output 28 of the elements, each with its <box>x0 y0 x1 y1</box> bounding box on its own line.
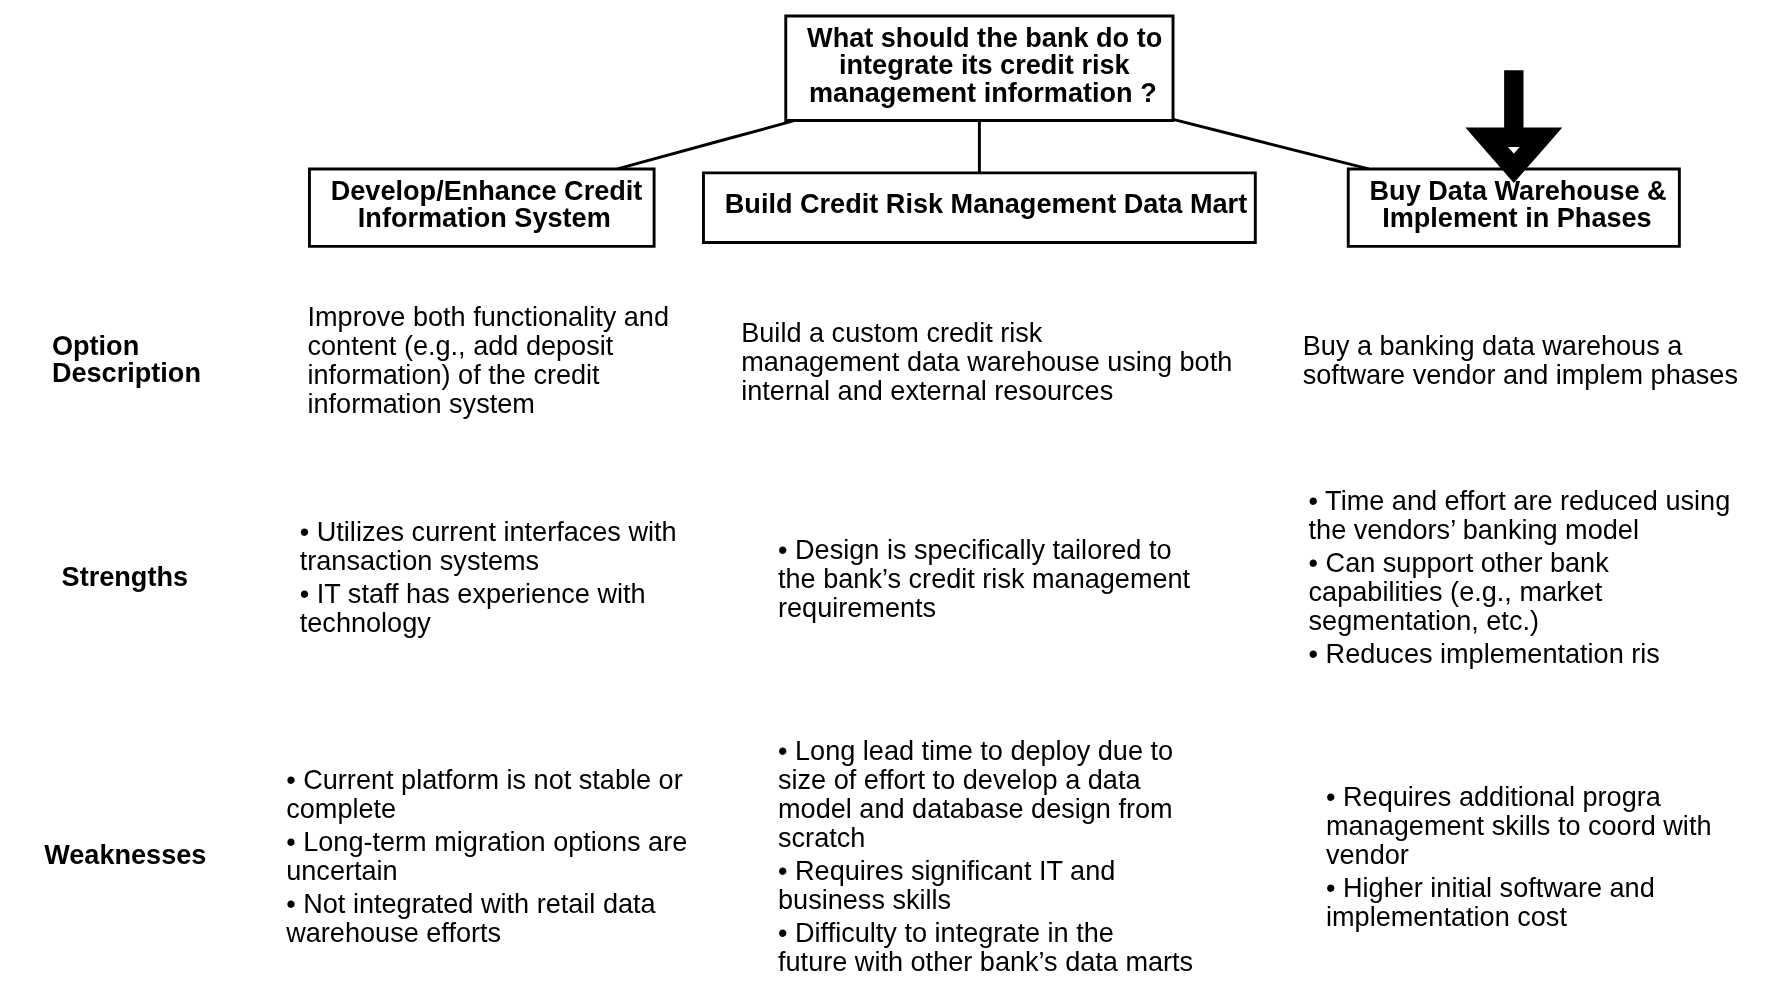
label: • Requires additional progra management skills to coord with vendor <box>1325 781 1712 871</box>
arrow <box>1465 70 1563 183</box>
label: Build a custom credit risk management data warehouse using both internal and external resources <box>741 316 1233 406</box>
label: Option Description <box>51 330 201 389</box>
label: Buy a banking data warehous a software vendor and implem phases <box>1302 330 1738 391</box>
node-box: What should the bank do to integrate its credit risk management information ? <box>784 14 1175 122</box>
label: Improve both functionality and content (e.g., add deposit information) of the credit information system <box>307 301 669 420</box>
node-box: Buy Data Warehouse & Implement in Phases <box>1346 167 1681 248</box>
label: • Requires significant IT and business skills <box>778 854 1116 916</box>
connector <box>977 120 981 173</box>
label: Weaknesses <box>44 839 207 871</box>
node-box: Build Credit Risk Management Data Mart <box>702 171 1257 244</box>
label: • Higher initial software and implementation cost <box>1325 872 1655 933</box>
label: • IT staff has experience with technology <box>299 578 646 639</box>
label: • Time and effort are reduced using the vendors’ banking model <box>1308 485 1731 546</box>
label: • Long lead time to deploy due to size of effort to develop a data model and database design from scratch <box>778 734 1174 854</box>
label: • Not integrated with retail data warehouse efforts <box>286 887 656 948</box>
connector <box>617 119 795 171</box>
label: • Difficulty to integrate in the future with other bank’s data marts <box>778 916 1194 977</box>
label: • Current platform is not stable or complete <box>286 763 683 824</box>
label: • Design is specifically tailored to the bank’s credit risk management requirements <box>778 533 1191 623</box>
label: • Utilizes current interfaces with transaction systems <box>299 516 677 577</box>
node-box: Develop/Enhance Credit Information System <box>308 167 656 248</box>
label: Strengths <box>61 560 189 592</box>
connector <box>1172 117 1369 171</box>
label: • Reduces implementation ris <box>1308 638 1660 670</box>
label: • Long-term migration options are uncertain <box>286 825 688 886</box>
label: • Can support other bank capabilities (e.g., market segmentation, etc.) <box>1308 547 1609 637</box>
